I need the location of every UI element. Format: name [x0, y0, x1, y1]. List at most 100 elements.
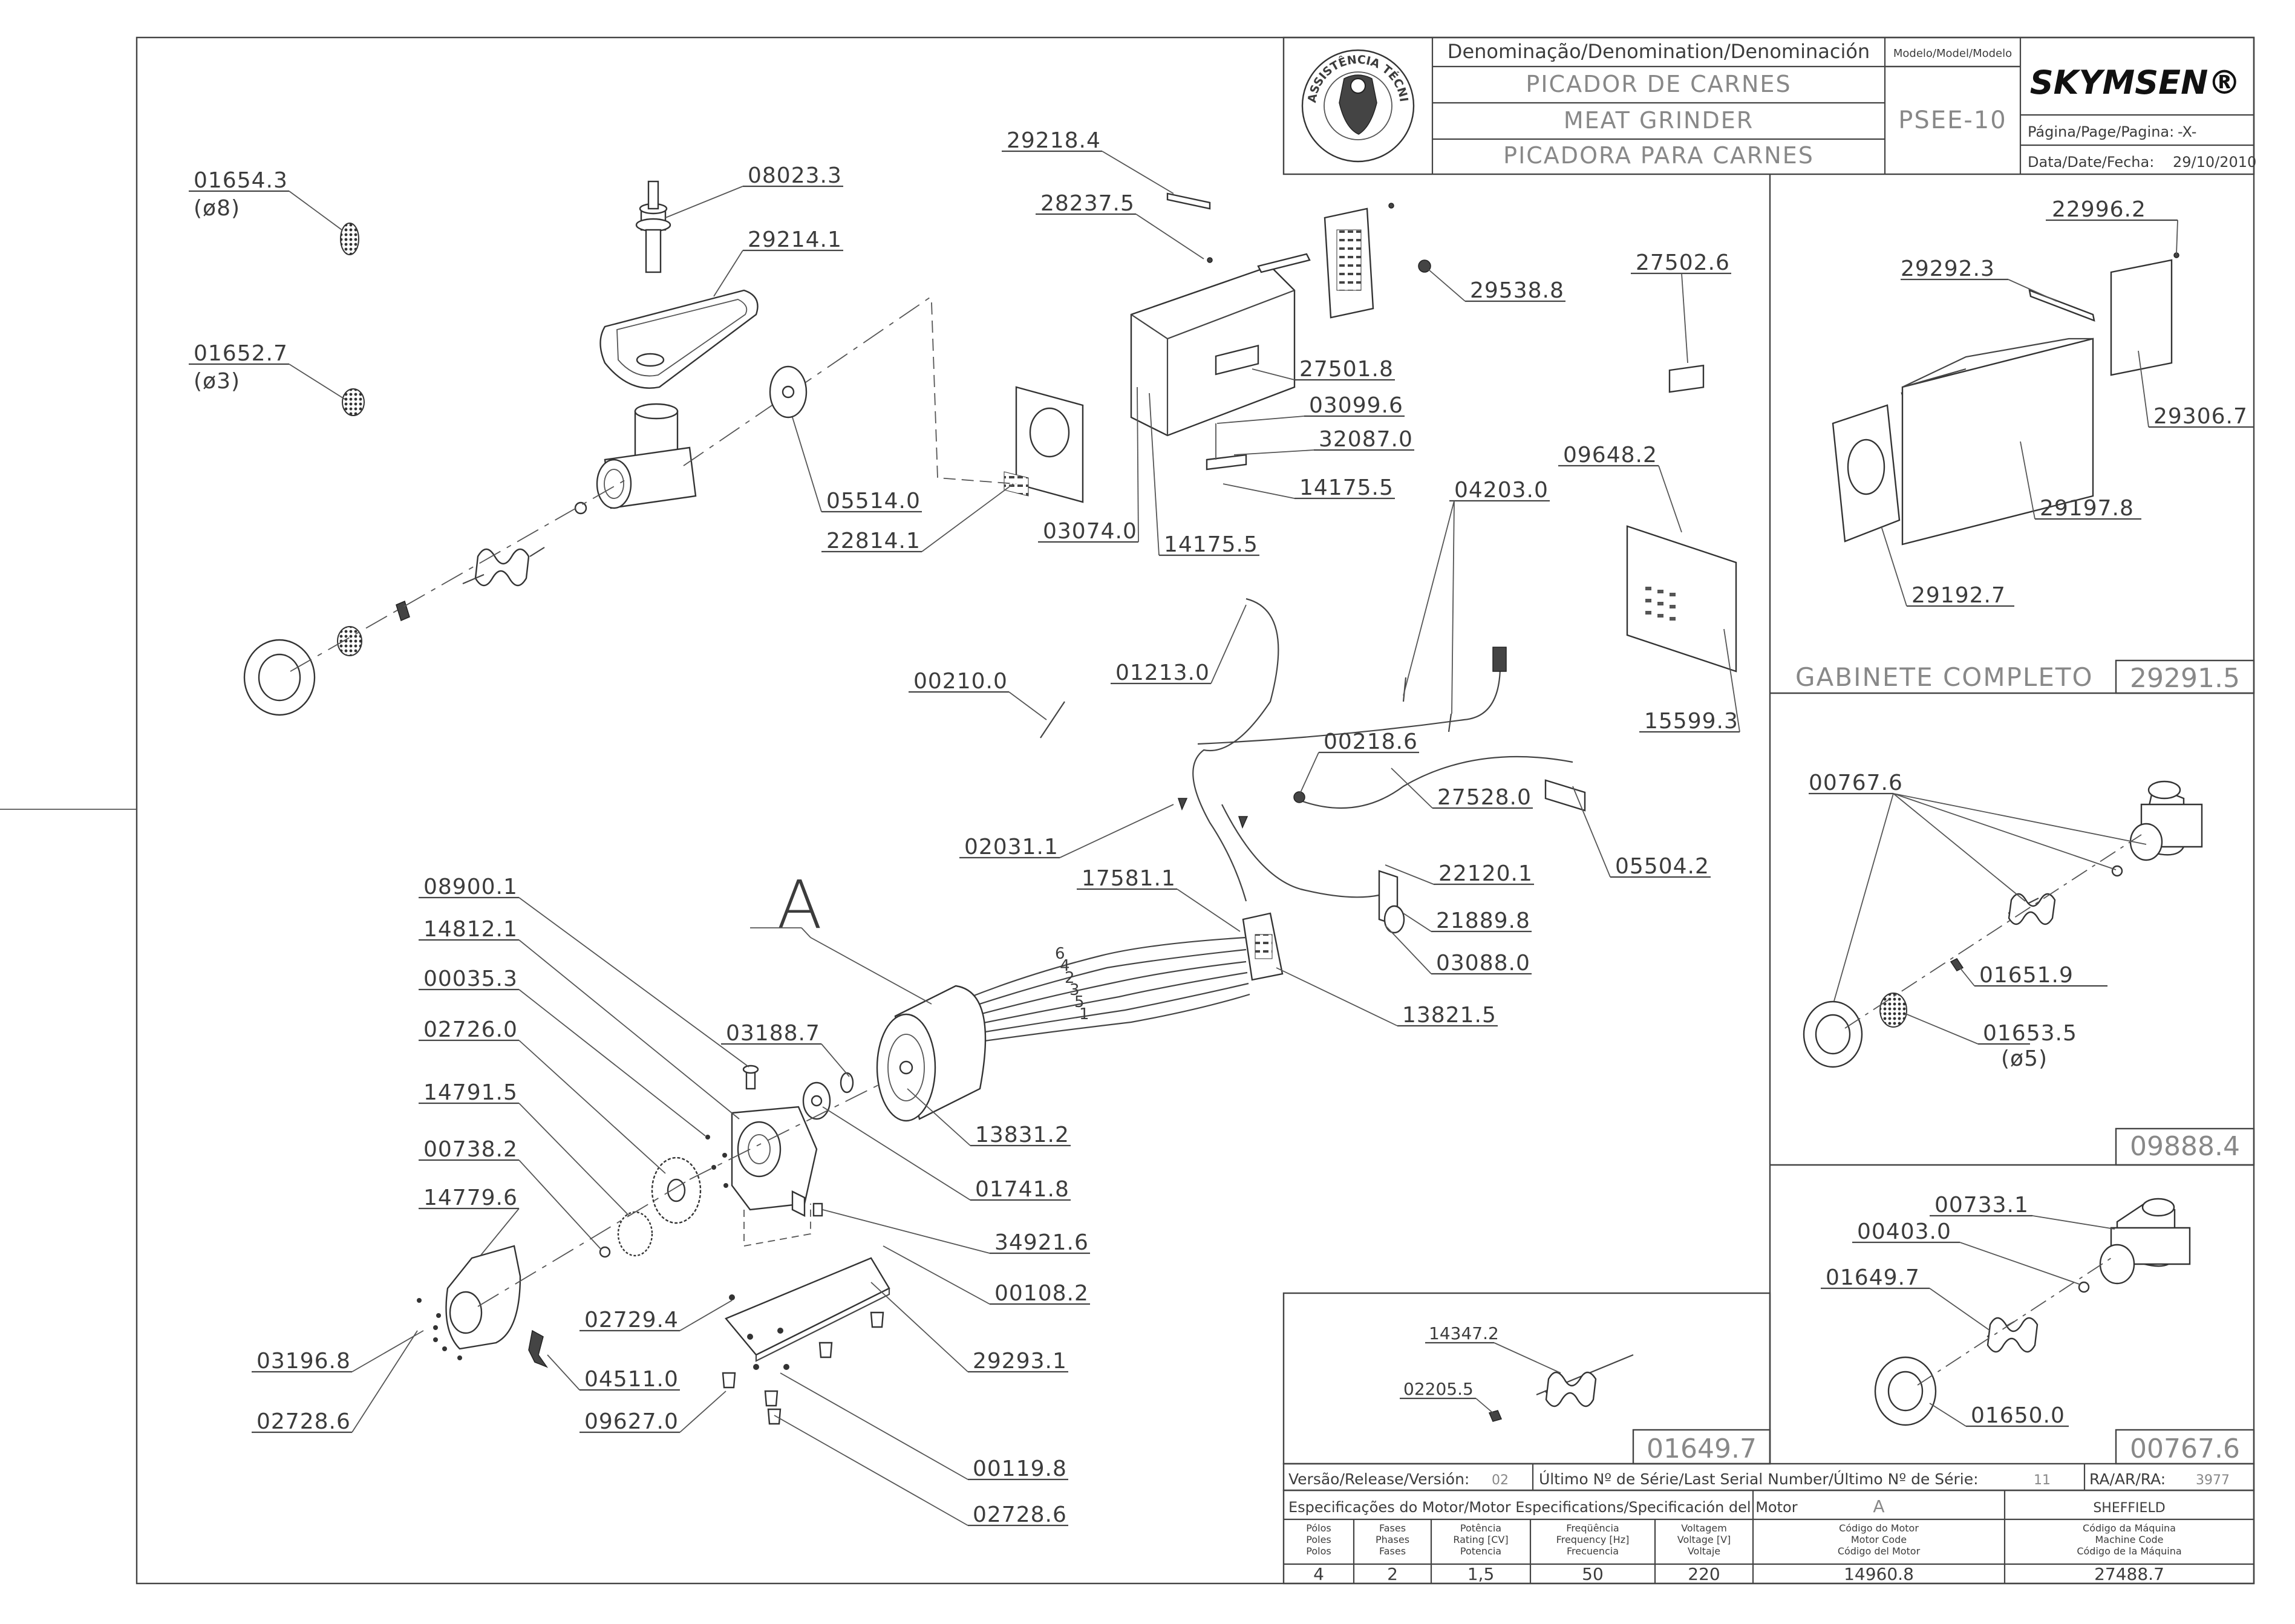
- spec-col-label: Voltage [V]: [1677, 1534, 1731, 1545]
- label-02031: 02031.1: [964, 835, 1059, 859]
- kit-01649-worm: [1545, 1371, 1597, 1407]
- label-01650: 01650.0: [1971, 1403, 2065, 1428]
- model-header: Modelo/Model/Modelo: [1893, 47, 2012, 60]
- label-03099: 03099.6: [1309, 393, 1403, 418]
- control-board-plate: [1626, 525, 1737, 673]
- label-01652: 01652.7: [194, 341, 288, 366]
- feed-screw: [474, 548, 530, 587]
- power-cord: [1192, 598, 1279, 902]
- label-03196: 03196.8: [256, 1349, 351, 1374]
- label-02728-a: 02728.6: [256, 1409, 351, 1434]
- label-02726: 02726.0: [423, 1017, 518, 1042]
- name-es: PICADORA PARA CARNES: [1503, 142, 1814, 169]
- label-00733: 00733.1: [1934, 1193, 2029, 1218]
- motor-col-a: A: [1873, 1496, 1884, 1516]
- spec-col-label: Potencia: [1460, 1545, 1501, 1557]
- label-05514: 05514.0: [826, 489, 921, 514]
- kit-01649-panel: 14347.2 02205.5 01649.7: [1400, 1323, 1757, 1464]
- ra-label: RA/AR/RA:: [2089, 1470, 2166, 1488]
- label-27502: 27502.6: [1636, 250, 1730, 275]
- label-13831: 13831.2: [975, 1123, 1069, 1147]
- spec-col-label: Fases: [1379, 1545, 1406, 1557]
- plate-8mm: [340, 223, 359, 255]
- spec-col-value: 4: [1313, 1564, 1324, 1584]
- wire-number: 1: [1079, 1005, 1089, 1023]
- label-08023: 08023.3: [748, 163, 842, 188]
- label-03188: 03188.7: [726, 1021, 820, 1046]
- spec-col-value: 27488.7: [2094, 1564, 2164, 1584]
- label-14347: 14347.2: [1429, 1323, 1499, 1343]
- label-28237: 28237.5: [1040, 191, 1135, 216]
- label-01649-kit: 01649.7: [1826, 1265, 1920, 1290]
- cabinet-panel: 22996.2 29292.3 29306.7 29197.8 29192.7 …: [1795, 197, 2254, 694]
- spec-col-label: Frecuencia: [1567, 1545, 1619, 1557]
- label-01653-note: (ø5): [2001, 1046, 2048, 1071]
- kit-09888-panel: 00767.6 01651.9 01653.5 (ø5) 09888.4: [1803, 771, 2240, 1162]
- label-09627: 09627.0: [584, 1409, 679, 1434]
- page-value: -X-: [2178, 123, 2196, 140]
- gearbox-assembly: [417, 1065, 890, 1425]
- date-value: 29/10/2010: [2173, 154, 2256, 171]
- label-01213: 01213.0: [1115, 660, 1210, 685]
- label-00738: 00738.2: [423, 1137, 518, 1162]
- label-29538: 29538.8: [1470, 278, 1564, 303]
- part-labels: 01654.3 (ø8) 08023.3 29214.1 01652.7 (ø3…: [189, 128, 1740, 1527]
- model-value: PSEE-10: [1898, 106, 2006, 134]
- wire-number: 5: [1074, 993, 1085, 1011]
- hopper-tray: [599, 289, 759, 389]
- spec-col-value: 1,5: [1467, 1564, 1495, 1584]
- spec-col-label: Pólos: [1306, 1522, 1331, 1534]
- cabinet-code: 29291.5: [2130, 663, 2240, 694]
- label-34921: 34921.6: [994, 1230, 1089, 1255]
- label-sticker-27502: [1668, 364, 1705, 393]
- label-32087: 32087.0: [1319, 427, 1413, 452]
- label-22996: 22996.2: [2052, 197, 2146, 222]
- name-pt: PICADOR DE CARNES: [1526, 71, 1791, 97]
- serial-value: 11: [2034, 1473, 2051, 1488]
- label-05504: [1544, 779, 1586, 812]
- spec-col-label: Phases: [1376, 1534, 1409, 1545]
- spec-col-label: Código de la Máquina: [2077, 1545, 2181, 1557]
- spec-col-label: Polos: [1306, 1545, 1331, 1557]
- label-29293: 29293.1: [973, 1349, 1067, 1374]
- label-00403: 00403.0: [1857, 1219, 1951, 1244]
- label-29306: 29306.7: [2153, 404, 2248, 429]
- motor-cover-assembly: [1130, 192, 1705, 471]
- label-13821: 13821.5: [1402, 1003, 1497, 1028]
- small-gear: [617, 1211, 653, 1257]
- cabinet-front-grille: [2110, 259, 2173, 376]
- label-29192: 29192.7: [1911, 583, 2006, 608]
- label-15599: 15599.3: [1644, 709, 1738, 734]
- label-05504: 05504.2: [1615, 854, 1709, 879]
- label-00035: 00035.3: [423, 967, 518, 991]
- kit-00767-code: 00767.6: [2130, 1433, 2240, 1464]
- motor-letter: A: [777, 866, 822, 944]
- label-00119: 00119.8: [973, 1456, 1067, 1481]
- label-14175-a: 14175.5: [1299, 475, 1394, 500]
- drawing-frame: [135, 36, 2255, 1585]
- kit-01649-code: 01649.7: [1647, 1433, 1757, 1464]
- spec-col-value: 220: [1688, 1564, 1720, 1584]
- label-00210: 00210.0: [913, 669, 1008, 694]
- motor-assembly: A: [750, 866, 987, 1122]
- wire-number: 2: [1065, 969, 1075, 987]
- grinder-head-assembly: [243, 180, 1084, 716]
- spec-col-label: Voltaje: [1688, 1545, 1720, 1557]
- spec-col-label: Rating [CV]: [1453, 1534, 1508, 1545]
- spec-col-label: Poles: [1306, 1534, 1331, 1545]
- label-02205: 02205.5: [1403, 1379, 1474, 1399]
- brand-logo: SKYMSEN®: [2030, 64, 2241, 102]
- label-29218: 29218.4: [1007, 128, 1101, 153]
- label-22814: 22814.1: [826, 529, 921, 553]
- kit-09888-worm: [2008, 893, 2056, 925]
- cabinet-body: [1901, 338, 2094, 546]
- motor-cover-box: [1130, 265, 1296, 437]
- svg-text:ASSISTÊNCIA TÉCNICA AUTORIZADA: ASSISTÊNCIA TÉCNICA AUTORIZADA: [0, 0, 1411, 103]
- spec-col-label: Código del Motor: [1838, 1545, 1921, 1557]
- label-21889: 21889.8: [1436, 908, 1530, 933]
- spec-col-label: Frequency [Hz]: [1556, 1534, 1630, 1545]
- knife: [396, 600, 410, 622]
- label-08900: 08900.1: [423, 875, 518, 899]
